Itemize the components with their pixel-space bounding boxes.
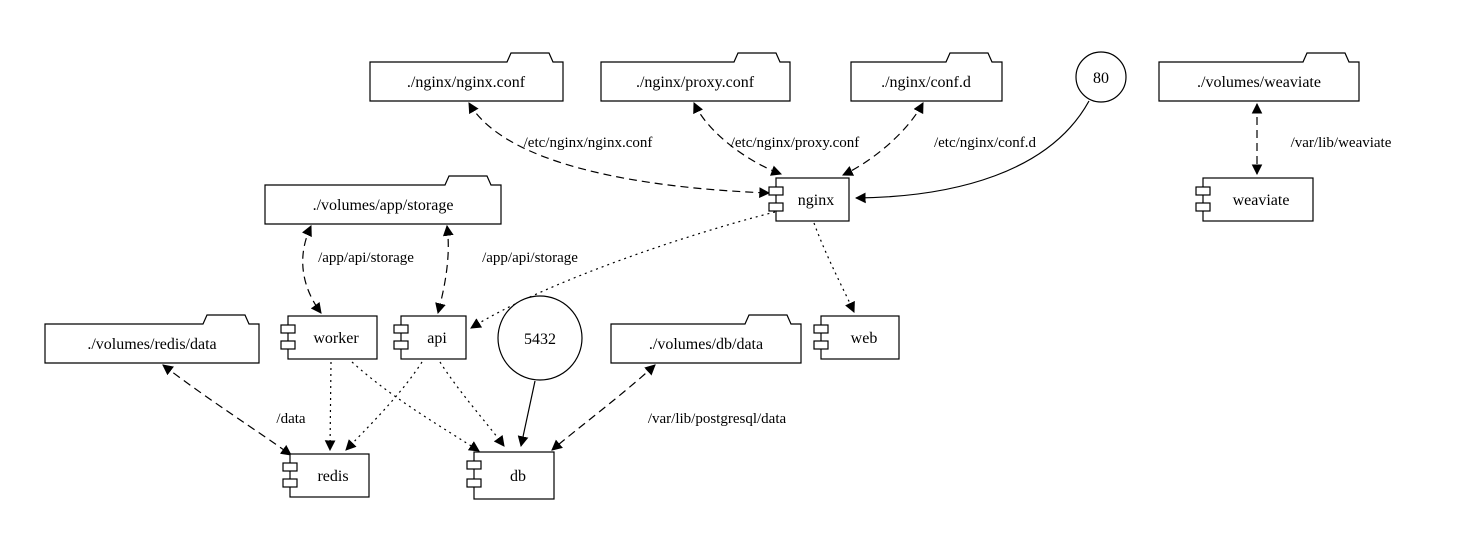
node-label-service-weaviate: weaviate <box>1233 192 1290 209</box>
node-folder-proxy-conf: ./nginx/proxy.conf <box>600 52 791 102</box>
node-label-folder-redis-data: ./volumes/redis/data <box>87 336 216 353</box>
node-label-service-db: db <box>510 468 526 485</box>
edge-api-storage <box>435 224 454 315</box>
node-service-weaviate: weaviate <box>1195 177 1314 222</box>
edge-nginx-proxy-conf <box>693 102 783 176</box>
node-label-folder-volumes-weaviate: ./volumes/weaviate <box>1197 74 1321 91</box>
edge-worker-db-dep <box>351 361 480 452</box>
node-label-port-5432: 5432 <box>524 331 556 348</box>
node-service-api: api <box>393 315 467 360</box>
edge-nginx-nginx-conf <box>468 102 771 199</box>
node-service-web: web <box>813 315 900 360</box>
edge-worker-storage <box>301 225 322 314</box>
edge-redis-volume <box>162 364 292 456</box>
node-label-service-api: api <box>427 330 447 347</box>
edge-nginx-api-dep <box>470 211 776 329</box>
edge-nginx-conf-d <box>842 102 924 176</box>
edge-label-api-storage-mount: /app/api/storage <box>482 250 578 266</box>
edge-label-nginx-conf-mount: /etc/nginx/nginx.conf <box>524 135 653 151</box>
node-port-5432: 5432 <box>497 295 583 381</box>
edge-port80-nginx <box>854 100 1090 204</box>
node-folder-app-storage: ./volumes/app/storage <box>264 175 502 225</box>
edge-worker-redis-dep <box>324 361 336 452</box>
edge-db-volume <box>551 364 656 451</box>
node-folder-volumes-weaviate: ./volumes/weaviate <box>1158 52 1360 102</box>
node-label-service-redis: redis <box>317 468 348 485</box>
edge-label-conf-d-mount: /etc/nginx/conf.d <box>934 135 1037 151</box>
node-label-folder-db-data: ./volumes/db/data <box>649 336 763 353</box>
node-service-redis: redis <box>282 453 370 498</box>
node-service-nginx: nginx <box>768 177 850 222</box>
node-label-service-worker: worker <box>313 330 359 347</box>
node-label-service-nginx: nginx <box>798 192 834 209</box>
node-service-db: db <box>466 451 555 500</box>
edge-label-worker-storage-mount: /app/api/storage <box>318 250 414 266</box>
node-label-folder-nginx-conf: ./nginx/nginx.conf <box>407 74 526 91</box>
edge-api-redis-dep <box>345 361 423 451</box>
node-folder-redis-data: ./volumes/redis/data <box>44 314 260 364</box>
node-label-port-80: 80 <box>1093 70 1109 87</box>
node-label-folder-app-storage: ./volumes/app/storage <box>313 197 454 214</box>
node-folder-conf-d: ./nginx/conf.d <box>850 52 1003 102</box>
node-folder-db-data: ./volumes/db/data <box>610 314 802 364</box>
node-service-worker: worker <box>280 315 378 360</box>
edge-nginx-web-dep <box>813 222 855 313</box>
node-port-80: 80 <box>1075 51 1127 103</box>
node-label-service-web: web <box>851 330 878 347</box>
edge-port5432-db <box>517 380 536 448</box>
edge-label-db-data-mount: /var/lib/postgresql/data <box>648 411 787 427</box>
edge-label-proxy-conf-mount: /etc/nginx/proxy.conf <box>731 135 860 151</box>
edge-label-weaviate-mount: /var/lib/weaviate <box>1291 135 1392 151</box>
edge-label-redis-data-mount: /data <box>276 411 305 427</box>
node-folder-nginx-conf: ./nginx/nginx.conf <box>369 52 564 102</box>
node-label-folder-conf-d: ./nginx/conf.d <box>881 74 971 91</box>
node-label-folder-proxy-conf: ./nginx/proxy.conf <box>636 74 755 91</box>
edge-api-db-dep <box>439 361 505 447</box>
